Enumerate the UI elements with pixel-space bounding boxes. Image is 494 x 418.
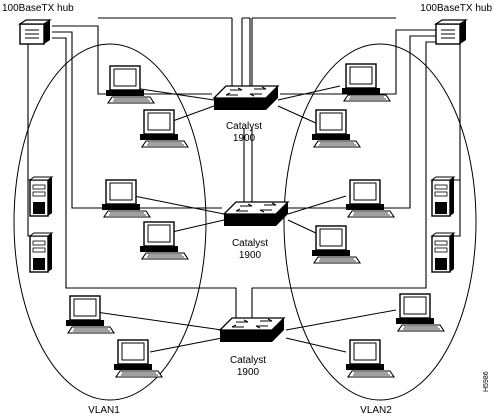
workstation-icon [139, 221, 189, 260]
switch-3-name-label: Catalyst [230, 355, 266, 366]
workstation-icon [105, 65, 155, 104]
switch-3-model-label: 1900 [237, 367, 260, 378]
workstation-icon [65, 295, 115, 334]
switch-1-icon [213, 85, 279, 111]
workstation-icon [311, 109, 361, 148]
workstation-icon [311, 225, 361, 264]
workstation-icon [341, 63, 391, 102]
switch-3-icon [219, 317, 285, 343]
left-lower-server-icon [29, 232, 53, 273]
trunk-switch2-switch3 [243, 128, 253, 206]
vlan2-label: VLAN2 [360, 405, 392, 416]
figure-id-label: H5986 [483, 371, 490, 392]
hub-to-switch-trunks [52, 17, 440, 320]
right-upper-server-icon [431, 176, 455, 217]
switch-2-model-label: 1900 [239, 250, 262, 261]
trunk-right-hub-switch3 [251, 41, 440, 320]
trunk-right-hub-switch2 [268, 35, 440, 209]
switch-2-icon [223, 201, 289, 227]
left-upper-server-icon [29, 176, 53, 217]
workstation-icon [113, 339, 163, 378]
workstation-icon [345, 179, 395, 218]
vlan1-boundary [13, 43, 207, 401]
switch-2-name-label: Catalyst [232, 238, 268, 249]
right-hub-icon [435, 19, 467, 45]
workstation-icon [139, 109, 189, 148]
workstation-icon [101, 179, 151, 218]
left-hub-icon [19, 19, 51, 45]
trunk-left-hub-switch2 [52, 31, 222, 209]
switch-1-name-label: Catalyst [226, 121, 262, 132]
trunk-left-hub-switch1 [52, 25, 212, 95]
trunk-left-hub-switch3 [52, 37, 237, 320]
switch-to-workstation-links [95, 85, 397, 353]
vlan2-boundary [283, 43, 477, 401]
switch-1-model-label: 1900 [233, 133, 256, 144]
right-hub-label: 100BaseTX hub [420, 3, 492, 14]
workstation-icon [345, 339, 395, 378]
vlan1-label: VLAN1 [88, 405, 120, 416]
right-lower-server-icon [431, 232, 455, 273]
top-risers [98, 17, 396, 94]
workstation-icon [395, 293, 445, 332]
trunk-right-hub-switch1 [280, 29, 440, 95]
left-hub-label: 100BaseTX hub [2, 3, 74, 14]
